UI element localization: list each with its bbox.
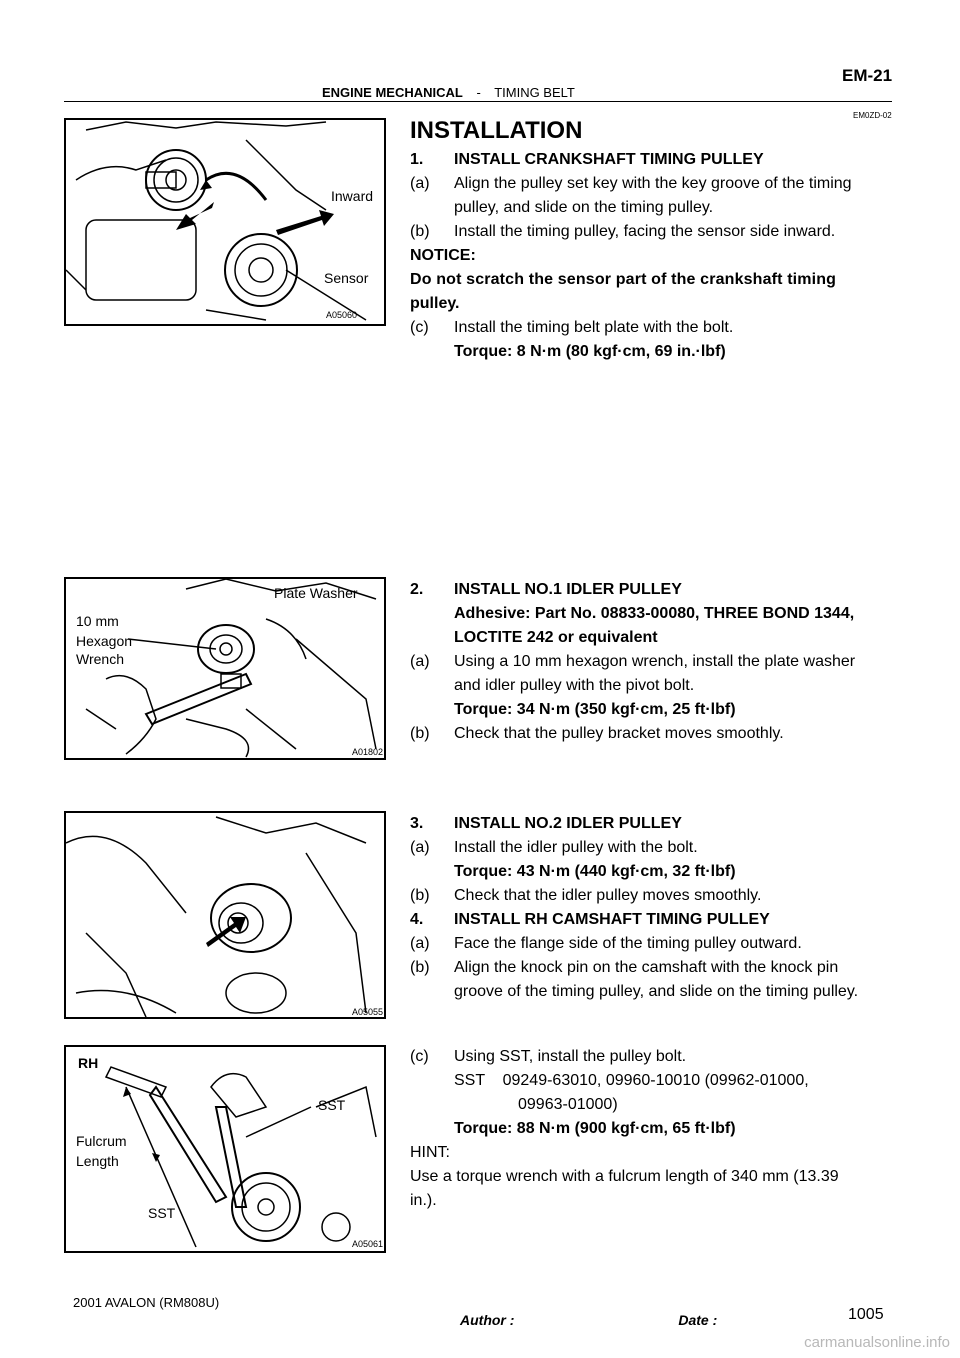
step-4b: (b) Align the knock pin on the camshaft … [410,959,839,976]
header-rule [64,101,892,102]
header-dash: - [476,85,481,100]
step-4c: (c) Using SST, install the pulley bolt. [410,1048,687,1065]
step-1b: (b) Install the timing pulley, facing th… [410,223,836,240]
torque-2: Torque: 34 N·m (350 kgf·cm, 25 ft·lbf) [454,701,736,718]
step-2a-cont: and idler pulley with the pivot bolt. [454,677,695,694]
label-rh: RH [78,1055,99,1071]
label-inward: Inward [331,188,374,204]
footer-page-number: 1005 [848,1306,884,1323]
notice-text-2: pulley. [410,295,460,312]
label-sst-top: SST [318,1097,346,1113]
arrow-idler-icon [206,917,246,947]
step-1c: (c) Install the timing belt plate with t… [410,319,734,336]
step-4b-cont: groove of the timing pulley, and slide o… [454,983,859,1000]
label-sst-bottom: SST [148,1205,176,1221]
figure-code: A05061 [352,1239,384,1249]
header-title: ENGINE MECHANICAL - TIMING BELT [322,85,575,100]
figure-camshaft-pulley: RH SST Fulcrum Length SST A05061 [64,1045,386,1253]
camshaft-pulley-illustration [104,1066,377,1248]
figure-code: A01802 [352,747,384,757]
footer-model: 2001 AVALON (RM808U) [73,1295,220,1310]
arrow-sensor-icon [176,202,214,230]
torque-1: Torque: 8 N·m (80 kgf·cm, 69 in.·lbf) [454,343,726,360]
arrow-inward-icon [276,210,334,235]
step-3b: (b) Check that the idler pulley moves sm… [410,887,762,904]
figure-idler-pulley-1: Plate Washer 10 mm Hexagon Wrench A01802 [64,577,386,760]
header-section: ENGINE MECHANICAL [322,85,463,100]
adhesive-line-1: Adhesive: Part No. 08833-00080, THREE BO… [454,605,855,622]
torque-3: Torque: 43 N·m (440 kgf·cm, 32 ft·lbf) [454,863,736,880]
idler-pulley-2-illustration [66,816,367,1017]
idler-pulley-1-illustration [85,579,377,758]
label-wrench-line-1: 10 mm [76,613,119,629]
torque-4: Torque: 88 N·m (900 kgf·cm, 65 ft·lbf) [454,1120,736,1137]
watermark: carmanualsonline.info [804,1334,950,1351]
step-3-heading: 3. INSTALL NO.2 IDLER PULLEY [410,815,682,832]
step-2b: (b) Check that the pulley bracket moves … [410,725,784,742]
step-4a: (a) Face the flange side of the timing p… [410,935,802,952]
step-2a: (a) Using a 10 mm hexagon wrench, instal… [410,653,856,670]
hint-label: HINT: [410,1144,450,1161]
label-wrench-line-2: Hexagon [76,633,133,649]
section-camshaft-bolt: (c) Using SST, install the pulley bolt. … [410,1045,894,1213]
figure-code: A05055 [352,1007,384,1017]
crankshaft-pulley-illustration [66,121,367,321]
label-plate-washer: Plate Washer [274,585,358,601]
step-2-heading: 2. INSTALL NO.1 IDLER PULLEY [410,581,682,598]
label-wrench-line-3: Wrench [76,651,124,667]
section-installation: INSTALLATION 1. INSTALL CRANKSHAFT TIMIN… [410,116,894,364]
step-1a-cont: pulley, and slide on the timing pulley. [454,199,714,216]
section-idler-pulley-1: 2. INSTALL NO.1 IDLER PULLEY Adhesive: P… [410,578,894,746]
footer-author-date: Author : Date : [460,1312,717,1328]
hint-text-2: in.). [410,1192,437,1209]
label-fulcrum-line-1: Fulcrum [76,1133,127,1149]
figure-crankshaft-pulley: Inward Sensor A05060 [64,118,386,326]
label-sensor: Sensor [324,270,369,286]
step-1a: (a) Align the pulley set key with the ke… [410,175,852,192]
date-label: Date : [678,1312,718,1328]
step-4-heading: 4. INSTALL RH CAMSHAFT TIMING PULLEY [410,911,770,928]
notice-text-1: Do not scratch the sensor part of the cr… [410,271,837,288]
notice-label: NOTICE: [410,247,476,264]
sst-line-1: SST 09249-63010, 09960-10010 (09962-0100… [454,1072,809,1089]
doc-code: EM0ZD-02 [853,111,892,120]
figure-idler-pulley-2: A05055 [64,811,386,1019]
adhesive-line-2: LOCTITE 242 or equivalent [454,629,658,646]
sst-line-2: 09963-01000) [518,1096,618,1113]
figure-code: A05060 [326,310,358,320]
step-3a: (a) Install the idler pulley with the bo… [410,839,698,856]
section-heading: INSTALLATION [410,117,583,144]
section-idler-pulley-2: 3. INSTALL NO.2 IDLER PULLEY (a) Install… [410,812,894,1004]
author-label: Author : [460,1312,515,1328]
hint-text-1: Use a torque wrench with a fulcrum lengt… [410,1168,839,1185]
label-fulcrum-line-2: Length [76,1153,119,1169]
header-subsection: TIMING BELT [494,85,575,100]
page-code: EM-21 [842,66,893,85]
step-1-heading: 1. INSTALL CRANKSHAFT TIMING PULLEY [410,151,764,168]
